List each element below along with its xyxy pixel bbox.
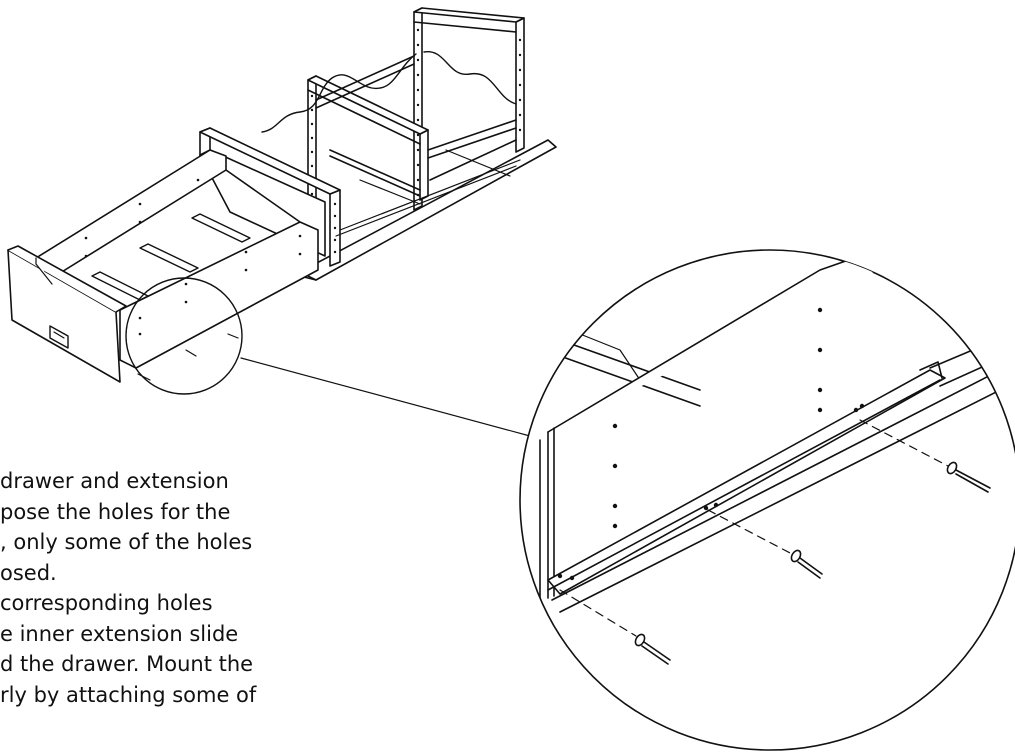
instruction-line: corresponding holes xyxy=(0,591,213,615)
leader-line xyxy=(240,357,531,437)
magnified-detail xyxy=(519,249,1015,751)
instruction-line: osed. xyxy=(0,560,57,585)
drawer xyxy=(7,149,326,383)
detail-marker-circle xyxy=(125,277,243,395)
instruction-line: e inner extension slide xyxy=(0,621,239,646)
instruction-line: drawer and extension xyxy=(0,469,229,493)
dashed-screw-paths xyxy=(559,419,949,637)
drawer-side-left xyxy=(35,149,227,279)
instruction-line: , only some of the holes xyxy=(0,530,253,554)
detail-holes xyxy=(557,307,865,581)
detail-screws xyxy=(634,461,991,665)
instruction-text: drawer and extension pose the holes for … xyxy=(0,466,360,710)
front-post-holes xyxy=(333,202,337,254)
main-screws xyxy=(137,333,239,381)
drawer-holes xyxy=(84,178,302,336)
instruction-line: rly by attaching some of xyxy=(0,682,257,707)
instruction-line: pose the holes for the xyxy=(0,499,231,524)
instruction-line: d the drawer. Mount the xyxy=(0,652,254,676)
drawer-side-right xyxy=(119,221,319,369)
side-rails xyxy=(315,55,517,197)
screw-1 xyxy=(946,461,991,493)
screw-3 xyxy=(634,633,671,665)
detail-circle xyxy=(519,249,1015,751)
floor-cross-members xyxy=(335,149,521,237)
drawer-slats xyxy=(91,213,251,301)
detail-slide-rail xyxy=(547,359,1015,613)
cable xyxy=(261,53,417,133)
screw-2 xyxy=(790,549,823,579)
drawer-handle xyxy=(49,325,69,349)
cable-2 xyxy=(423,51,517,105)
rack-frame xyxy=(199,7,557,281)
drawer-front xyxy=(7,249,121,383)
middle-frame xyxy=(307,75,429,235)
rear-post-holes xyxy=(416,28,522,197)
